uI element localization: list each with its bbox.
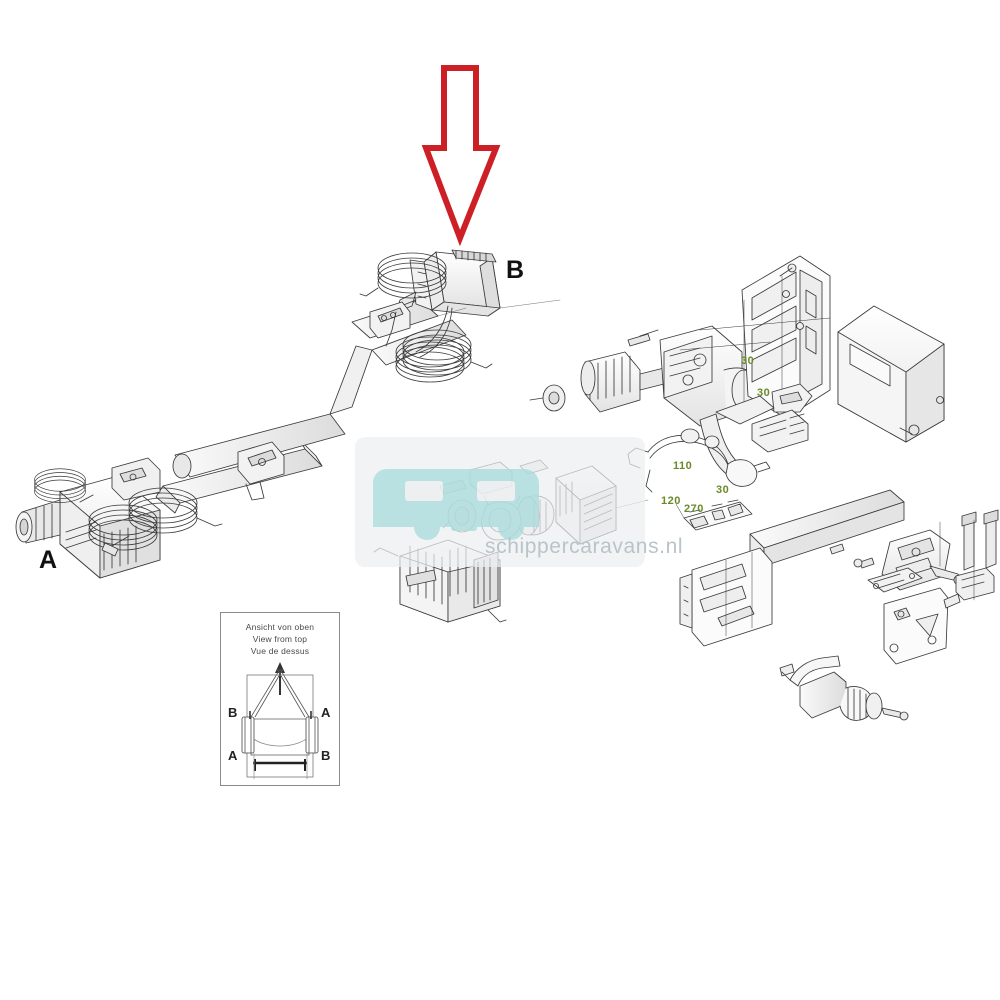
inset-label-b-top-left: B [228, 705, 238, 720]
down-arrow-icon [421, 65, 501, 247]
inset-label-b-bottom-right: B [321, 748, 331, 763]
assembly-label-B: B [506, 256, 525, 284]
wiring-harness-group [627, 428, 771, 531]
assembly-b-group [329, 249, 501, 415]
watermark [355, 437, 645, 567]
part-number-120: 120 [661, 495, 681, 507]
caravan-icon [373, 469, 539, 540]
inset-title-de: Ansicht von oben [245, 622, 315, 632]
part-number-30-c: 30 [716, 484, 730, 496]
rail-bracket-group [679, 489, 999, 721]
inset-title-fr: Vue de dessus [250, 646, 310, 656]
assembly-label-A: A [39, 546, 58, 574]
assembly-a-group [15, 413, 346, 579]
part-number-30-b: 30 [757, 387, 771, 399]
inset-title-en: View from top [252, 634, 308, 644]
view-from-top-inset: Ansicht von oben View from top Vue de de… [220, 612, 340, 786]
inset-label-a-top-right: A [321, 705, 331, 720]
watermark-panel [355, 437, 645, 567]
inset-label-a-bottom-left: A [228, 748, 238, 763]
part-number-110: 110 [673, 460, 693, 472]
part-number-30-a: 30 [741, 355, 755, 367]
part-number-270: 270 [684, 503, 704, 515]
watermark-text: schippercaravans.nl [485, 535, 684, 558]
gearbox-exploded-group [529, 255, 945, 479]
inset-caravan-top-view [241, 662, 319, 779]
